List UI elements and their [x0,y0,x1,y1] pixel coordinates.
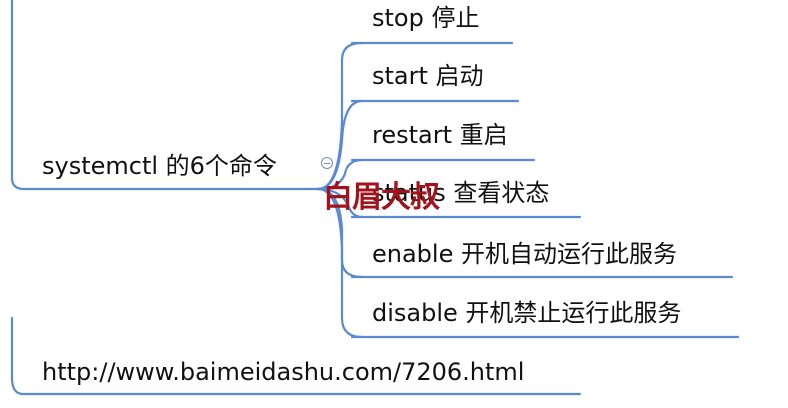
trunk-connector-lower [10,316,24,396]
topic-disable[interactable]: disable 开机禁止运行此服务 [372,299,682,327]
topic-restart[interactable]: restart 重启 [372,121,508,149]
collapse-minus-icon[interactable] [321,157,333,169]
watermark-text: 白眉大叔 [323,180,440,215]
branch-disable [316,187,364,339]
topic-systemctl[interactable]: systemctl 的6个命令 [42,152,277,180]
branch-start [316,99,364,191]
topic-stop[interactable]: stop 停止 [372,4,480,32]
topic-enable[interactable]: enable 开机自动运行此服务 [372,240,677,268]
topic-start[interactable]: start 启动 [372,62,484,90]
trunk-connector [10,0,24,191]
topic-link[interactable]: http://www.baimeidashu.com/7206.html [42,358,525,386]
topic-status[interactable]: status 查看状态 [372,179,550,207]
